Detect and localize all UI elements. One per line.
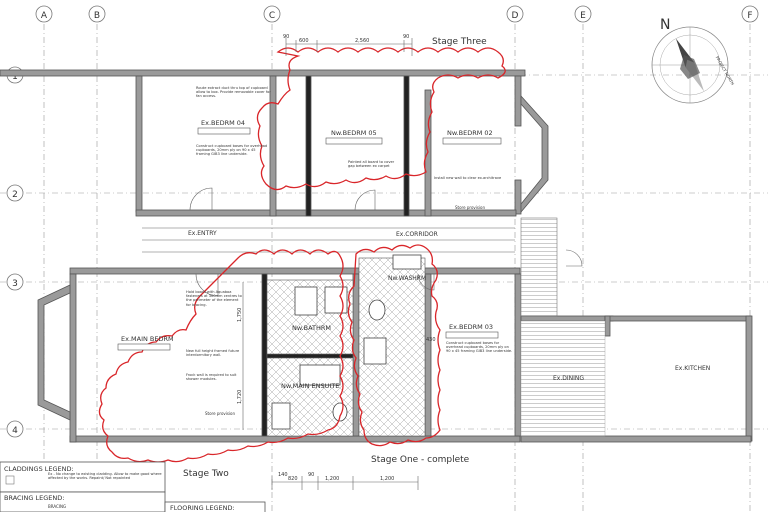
dim-left-1720: 1,720 xyxy=(237,390,243,404)
claddings-legend-text: Ex - No change to existing cladding. All… xyxy=(48,472,162,481)
note-install-wall: Install new wall to clear ex.architrave xyxy=(434,176,502,180)
north-arrow: N PROJECT NORTH xyxy=(651,17,736,104)
room-bathrm-label: Nw.BATHRM xyxy=(292,324,331,332)
dim-right-430: 430 xyxy=(426,337,436,343)
left-dimension-string: 1,750 1,720 xyxy=(237,282,244,430)
flooring-legend-title: FLOORING LEGEND: xyxy=(170,504,235,512)
svg-text:F: F xyxy=(747,11,752,21)
stage-two-label: Stage Two xyxy=(183,469,229,479)
stage-three-cloud xyxy=(256,47,506,191)
svg-text:A: A xyxy=(41,11,48,21)
svg-text:1: 1 xyxy=(12,72,18,82)
porch-decking xyxy=(520,217,558,317)
note-store-provision-bot: Store provision xyxy=(205,411,236,416)
grid-bubble-C: C xyxy=(263,5,281,23)
corridor-floor xyxy=(142,227,515,253)
room-wash-label: Nw.WASHRM xyxy=(388,275,426,282)
grid-bubble-4: 4 xyxy=(6,420,24,438)
stage-one-cloud xyxy=(347,244,441,447)
annotation-notes: Route extract duct thru top of cupboard … xyxy=(186,86,513,416)
dim-left-1750: 1,750 xyxy=(237,308,243,322)
note-new-full-height: New full height framed future interdormi… xyxy=(186,349,240,358)
note-hold-aquaboa: Hold board with Aquaboa fasteners at 300… xyxy=(186,290,242,307)
note-construct-cupboard-03: Construct cupboard bases for overhead cu… xyxy=(446,341,513,354)
room-entry-label: Ex.ENTRY xyxy=(188,230,217,237)
note-construct-cupboard-04: Construct cupboard bases for overhead cu… xyxy=(196,144,268,157)
room-kitchen-label: Ex.KITCHEN xyxy=(675,365,710,372)
dim-bot-820: 820 xyxy=(288,476,298,482)
claddings-legend-title: CLADDINGS LEGEND: xyxy=(4,465,74,473)
svg-text:B: B xyxy=(94,11,100,21)
svg-text:2: 2 xyxy=(12,190,18,200)
room-dining-label: Ex.DINING xyxy=(553,375,584,382)
note-route-extract: Route extract duct thru top of cupboard … xyxy=(196,86,271,99)
svg-text:3: 3 xyxy=(12,279,18,289)
room-bedrm05-label: Nw.BEDRM 05 xyxy=(331,129,377,137)
dim-top-90b: 90 xyxy=(403,34,409,40)
door-swings xyxy=(189,187,583,297)
claddings-legend: CLADDINGS LEGEND: Ex - No change to exis… xyxy=(0,461,166,493)
room-corridor-label: Ex.CORRIDOR xyxy=(396,231,438,238)
dim-bot-1200b: 1,200 xyxy=(380,476,394,482)
grid-bubble-2: 2 xyxy=(6,184,24,202)
stage-two-cloud xyxy=(98,249,344,463)
stage-three-label: Stage Three xyxy=(432,37,487,47)
svg-text:4: 4 xyxy=(12,426,18,436)
dim-bot-140: 140 xyxy=(278,472,288,478)
bracing-legend-text: BRACING xyxy=(48,504,66,509)
flooring-legend: FLOORING LEGEND: xyxy=(164,501,266,512)
bracing-legend-title: BRACING LEGEND: xyxy=(4,494,64,502)
note-frock-wall: Frock wall is required to suit shower mo… xyxy=(186,373,237,382)
note-store-provision-top: Store provision xyxy=(455,205,486,210)
north-label: N xyxy=(660,17,670,33)
grid-bubble-A: A xyxy=(35,5,53,23)
note-painted-board: Painted all board to cover gap between e… xyxy=(348,160,395,169)
project-north-label: PROJECT NORTH xyxy=(715,55,736,86)
grid-bubble-E: E xyxy=(574,5,592,23)
grid-bubble-F: F xyxy=(741,5,759,23)
svg-text:E: E xyxy=(580,11,586,21)
room-bedrm04-label: Ex.BEDRM 04 xyxy=(201,119,245,127)
grid-bubble-D: D xyxy=(506,5,524,23)
top-dimension-string: 90 600 2,560 90 xyxy=(283,34,413,56)
grid-bubble-3: 3 xyxy=(6,273,24,291)
dim-bot-1200a: 1,200 xyxy=(325,476,339,482)
dim-top-2560: 2,560 xyxy=(355,38,369,44)
room-main-bedrm-label: Ex.MAIN BEDRM xyxy=(121,335,174,343)
dim-bot-90: 90 xyxy=(308,472,314,478)
dim-top-90a: 90 xyxy=(283,34,289,40)
svg-text:D: D xyxy=(512,11,519,21)
fixtures xyxy=(271,254,422,430)
bottom-dimension-string: 140 90 820 1,200 1,200 xyxy=(271,472,419,490)
room-labels: Ex.BEDRM 04 Nw.BEDRM 05 Nw.BEDRM 02 Ex.E… xyxy=(117,119,710,390)
svg-text:C: C xyxy=(269,11,275,21)
dim-top-600: 600 xyxy=(299,38,309,44)
room-bedrm03-label: Ex.BEDRM 03 xyxy=(449,323,493,331)
walls xyxy=(0,69,753,443)
grid-bubble-B: B xyxy=(88,5,106,23)
deck-area xyxy=(520,320,606,437)
stage-one-label: Stage One - complete xyxy=(371,455,470,465)
room-main-ensuite-label: Nw.MAIN ENSUITE xyxy=(281,382,339,390)
bracing-legend: BRACING LEGEND: BRACING xyxy=(0,491,166,512)
room-bedrm02-label: Nw.BEDRM 02 xyxy=(447,129,493,137)
